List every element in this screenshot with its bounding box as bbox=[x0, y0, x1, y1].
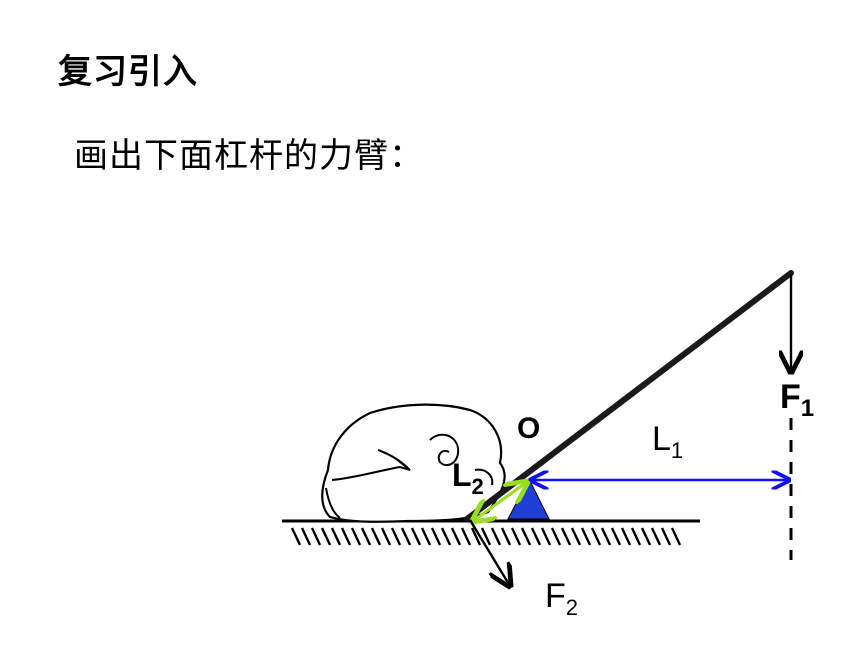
rock-detail-bottom bbox=[325, 487, 341, 519]
arm2-label: L2 bbox=[452, 457, 484, 499]
arm1-label: L1 bbox=[652, 420, 683, 463]
lever-bar bbox=[464, 270, 794, 522]
rock-outline bbox=[321, 403, 506, 523]
arm1-subscript: 1 bbox=[671, 438, 683, 463]
force1-subscript: 1 bbox=[801, 395, 814, 422]
arm2-line bbox=[473, 482, 527, 521]
ground-hatching bbox=[290, 527, 682, 546]
force2-label: F2 bbox=[545, 577, 578, 620]
arm2-subscript: 2 bbox=[472, 474, 484, 499]
slide-heading: 复习引入 bbox=[58, 52, 198, 92]
force2-subscript: 2 bbox=[566, 595, 578, 620]
arm2-letter: L bbox=[452, 457, 472, 493]
arm1-letter: L bbox=[652, 420, 671, 458]
force2-arrow bbox=[468, 519, 510, 586]
rock-detail-line bbox=[331, 449, 411, 481]
instruction-text: 画出下面杠杆的力臂： bbox=[74, 136, 424, 176]
force2-letter: F bbox=[545, 577, 566, 615]
pivot-label: O bbox=[517, 412, 540, 445]
force1-label: F1 bbox=[780, 378, 814, 422]
force1-letter: F bbox=[780, 378, 801, 416]
